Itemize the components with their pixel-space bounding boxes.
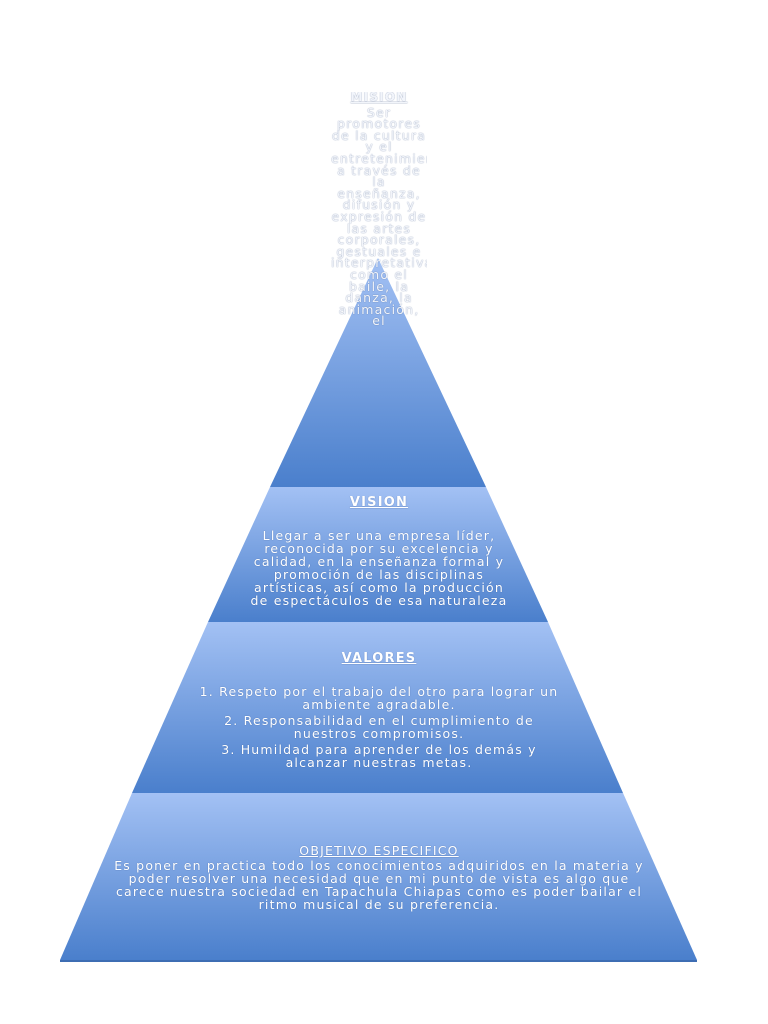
tier-valores-title: VALORES xyxy=(341,652,417,666)
tier-objetivo-title: OBJETIVO ESPECIFICO xyxy=(299,844,459,858)
tier-objetivo-text: Es poner en practica todo los conocimien… xyxy=(114,858,644,912)
tier-vision-shape xyxy=(208,487,548,622)
tier-mision-shape xyxy=(270,258,486,487)
tier-valores: VALORES 1. Respeto por el trabajo del ot… xyxy=(190,652,568,782)
tier-vision-title: VISIÓN xyxy=(349,496,409,510)
tier-objetivo: OBJETIVO ESPECIFICO Es poner en practica… xyxy=(104,844,654,924)
tier-mision-text: Ser promotores de la cultura y el entret… xyxy=(331,104,427,329)
tier-valores-item-2: 2. Responsabilidad en el cumplimiento de… xyxy=(224,713,534,741)
tier-mision: MISIÓN Ser promotores de la cultura y el… xyxy=(331,92,427,484)
tier-mision-title: MISIÓN xyxy=(350,92,408,104)
tier-objetivo-shape xyxy=(60,793,697,960)
tier-valores-shape xyxy=(132,622,623,793)
tier-vision: VISIÓN Llegar a ser una empresa líder, r… xyxy=(250,496,508,622)
tier-vision-text: Llegar a ser una empresa líder, reconoci… xyxy=(250,528,508,608)
tier-valores-item-1: 1. Respeto por el trabajo del otro para … xyxy=(199,684,559,712)
tier-valores-item-3: 3. Humildad para aprender de los demás y… xyxy=(221,742,537,770)
